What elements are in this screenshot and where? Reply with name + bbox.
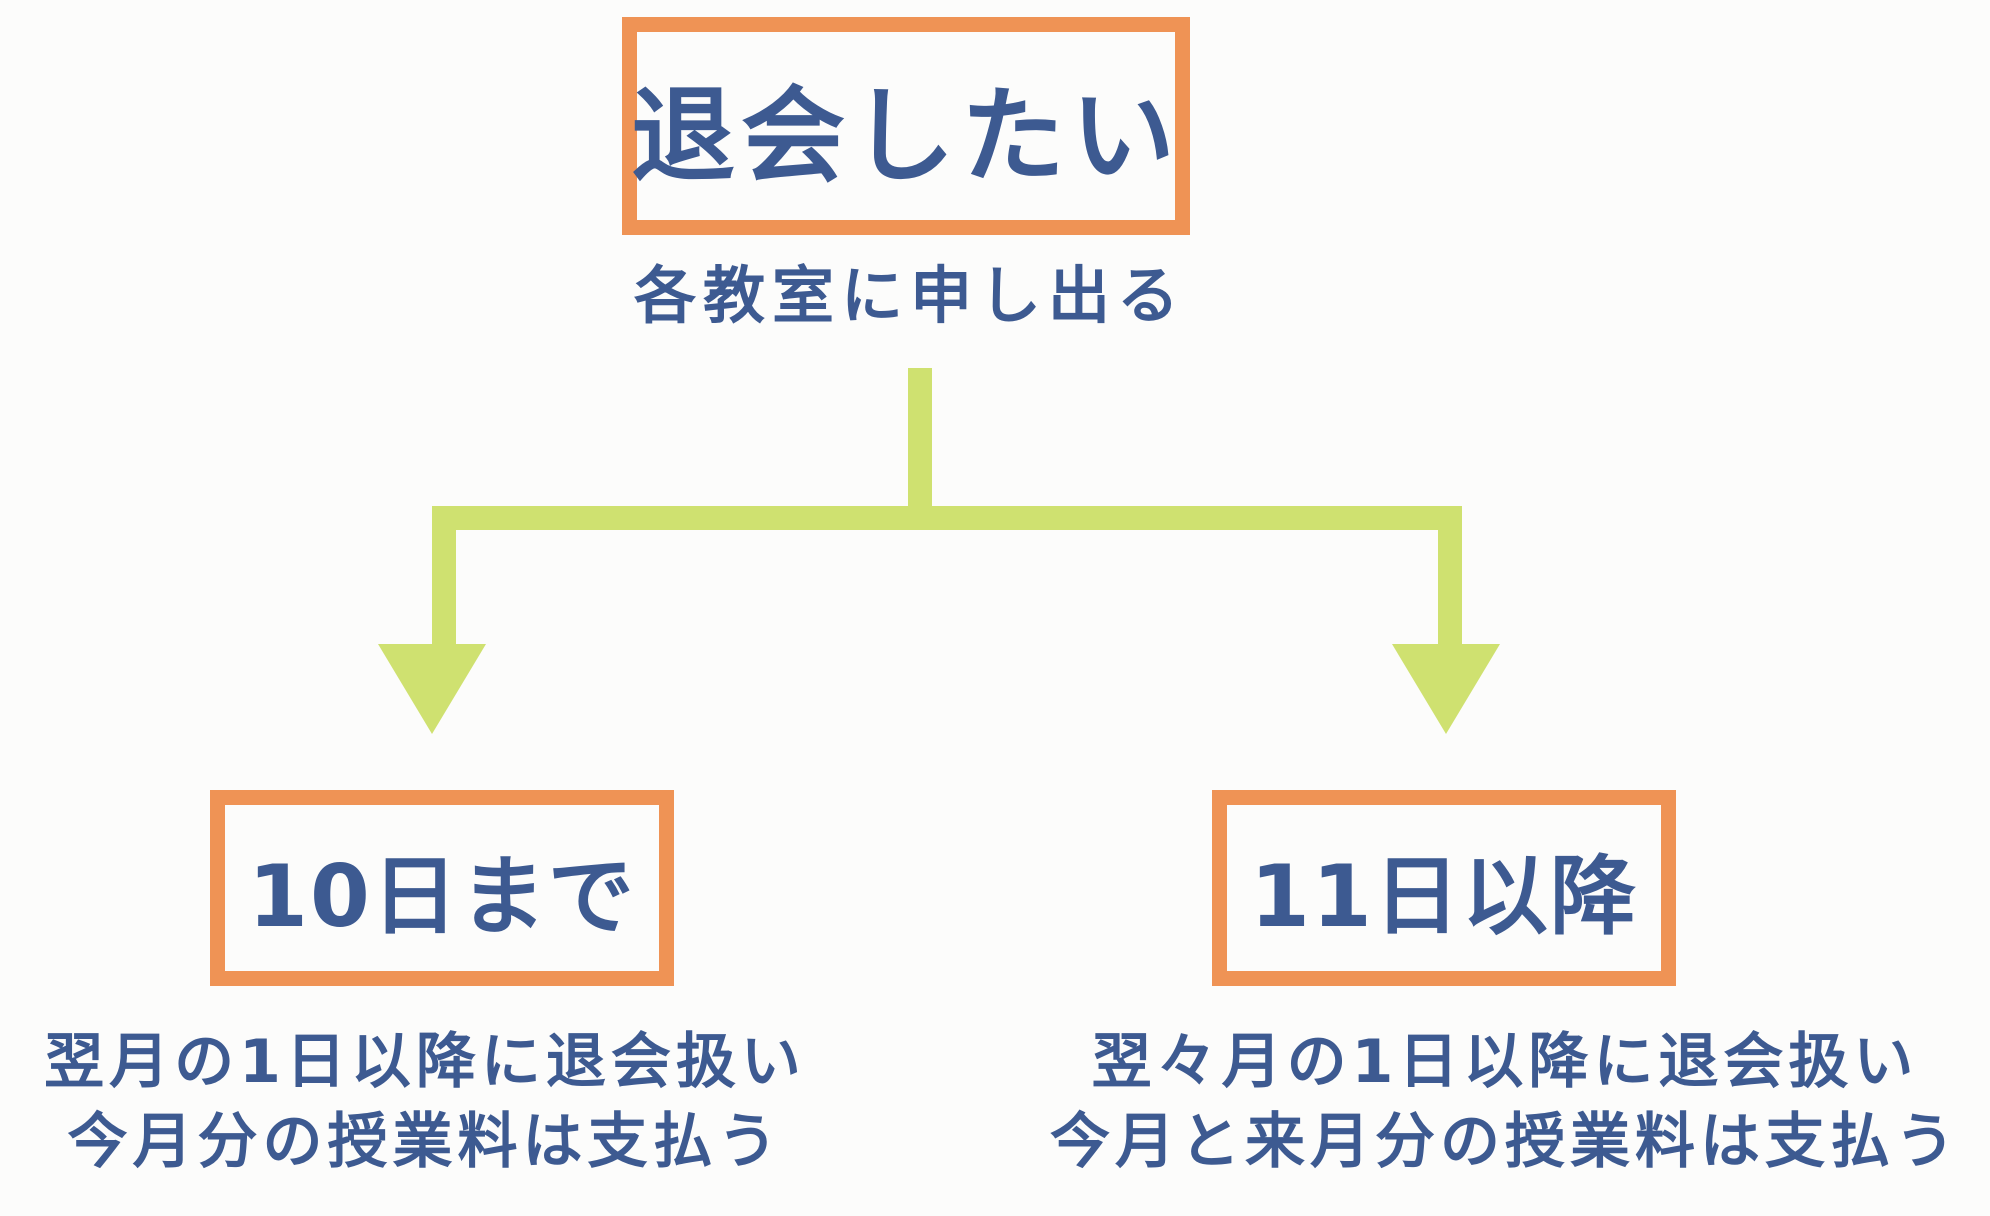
connector-stem [908,368,932,506]
by-10th-description: 翌月の1日以降に退会扱い 今月分の授業料は支払う [20,1022,830,1182]
arrowhead-left [378,644,486,734]
after-11th-box: 11日以降 [1212,790,1676,986]
after-11th-line-2: 今月と来月分の授業料は支払う [1050,1107,1960,1177]
by-10th-line-2: 今月分の授業料は支払う [67,1107,783,1177]
after-11th-description: 翌々月の1日以降に退会扱い 今月と来月分の授業料は支払う [1030,1022,1980,1182]
arrowhead-right [1392,644,1500,734]
after-11th-line-1: 翌々月の1日以降に退会扱い [1091,1027,1919,1097]
connector-left-drop [432,506,456,646]
by-10th-box: 10日まで [210,790,674,986]
after-11th-title: 11日以降 [1250,846,1638,947]
connector-right-drop [1438,506,1462,646]
by-10th-title: 10日まで [248,846,636,947]
connector-crossbar [432,506,1462,530]
withdraw-caption: 各教室に申し出る [633,259,1186,332]
withdraw-title: 退会したい [631,74,1182,197]
withdraw-box: 退会したい [622,17,1190,235]
by-10th-line-1: 翌月の1日以降に退会扱い [44,1027,806,1097]
